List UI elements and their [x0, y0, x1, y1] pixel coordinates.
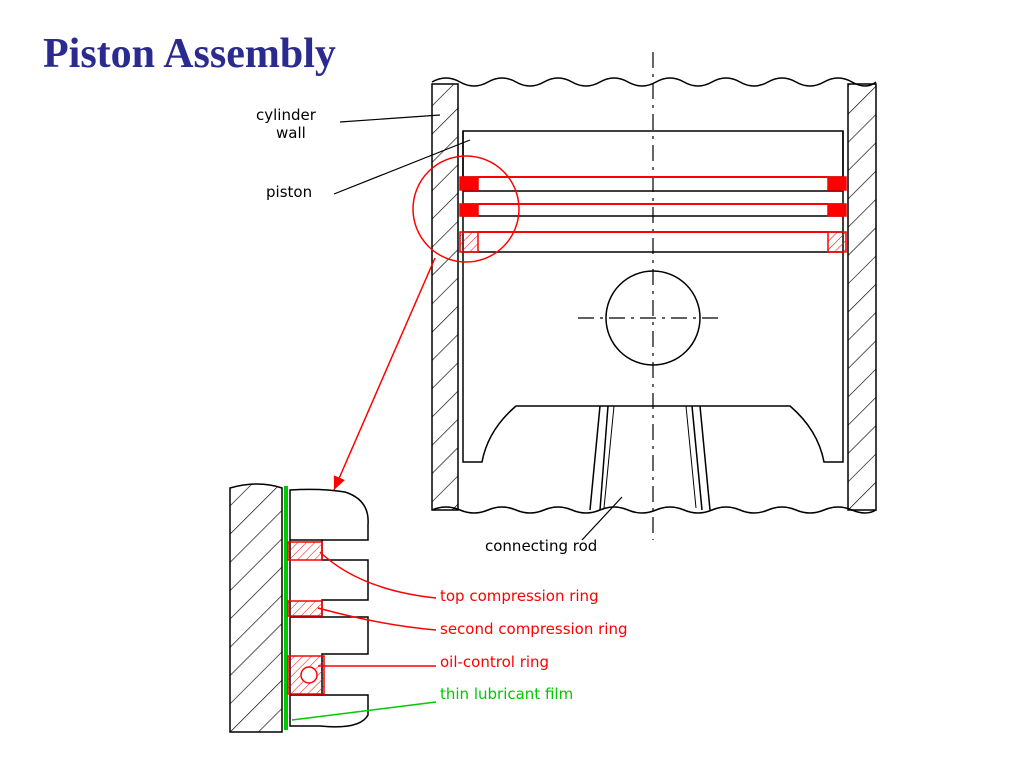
label-connecting-rod: connecting rod: [485, 537, 597, 555]
detail-top-ring: [287, 541, 323, 561]
label-second-ring: second compression ring: [440, 620, 628, 638]
cylinder-wall-right: [847, 83, 877, 511]
leader-lines-detail: [291, 551, 437, 721]
label-top-ring: top compression ring: [440, 587, 599, 605]
break-line-top: [431, 77, 877, 87]
detail-arrow: [333, 257, 436, 491]
break-line-bottom: [431, 506, 877, 514]
label-wall: wall: [276, 124, 306, 142]
leader-lines-main: [333, 114, 623, 541]
detail-cylinder-wall: [229, 483, 283, 733]
detail-second-ring: [287, 600, 323, 617]
piston-rings-main: [459, 176, 847, 253]
label-film: thin lubricant film: [440, 685, 573, 703]
label-cylinder: cylinder: [256, 106, 317, 124]
connecting-rod: [589, 405, 711, 511]
slide-title: Piston Assembly: [43, 31, 336, 77]
label-piston: piston: [266, 183, 312, 201]
cylinder-wall-left: [431, 83, 459, 511]
cylinder-view: [431, 52, 877, 540]
detail-circle: [412, 155, 520, 263]
label-oil-ring: oil-control ring: [440, 653, 549, 671]
detail-rings: [287, 541, 325, 695]
